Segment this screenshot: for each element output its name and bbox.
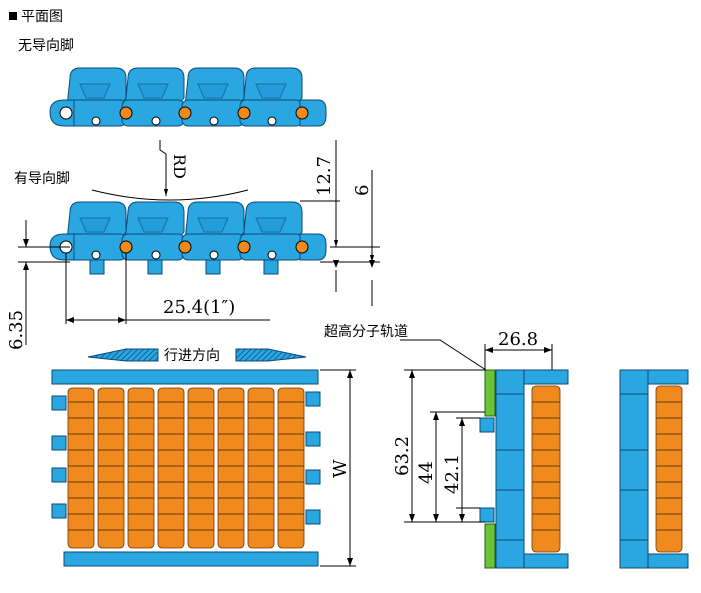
dim-w: W xyxy=(330,459,351,478)
dim-44: 44 xyxy=(416,461,437,484)
track-label: 超高分子轨道 xyxy=(324,323,408,340)
track-leader xyxy=(400,339,487,371)
direction-arrow-left-icon xyxy=(87,348,159,362)
chain-side-view-no-guide xyxy=(49,67,327,127)
plan-view-label: 平面图 xyxy=(21,9,63,25)
rd-leader xyxy=(159,140,169,196)
direction-arrow-right-icon xyxy=(235,348,307,362)
travel-direction-label: 行进方向 xyxy=(164,348,220,364)
dim-63-2: 63.2 xyxy=(392,436,413,476)
rd-arc xyxy=(91,189,249,201)
no-guide-label: 无导向脚 xyxy=(18,38,74,54)
chain-side-view-with-guide xyxy=(49,201,327,275)
dim-26-8: 26.8 xyxy=(498,329,538,350)
dim-12-7: 12.7 xyxy=(314,156,335,196)
section-view-no-track xyxy=(619,369,689,569)
chain-plan-view xyxy=(51,369,321,567)
with-guide-label: 有导向脚 xyxy=(14,171,70,187)
dim-6-35: 6.35 xyxy=(6,310,27,350)
rd-label: RD xyxy=(170,154,189,179)
dim-pitch: 25.4(1″) xyxy=(163,297,235,318)
travel-direction-indicator: 行进方向 xyxy=(87,348,307,364)
bullet-square-icon xyxy=(9,12,17,20)
dim-42-1: 42.1 xyxy=(442,454,463,494)
dim-6: 6 xyxy=(352,185,373,196)
section-view-with-track xyxy=(479,369,569,569)
